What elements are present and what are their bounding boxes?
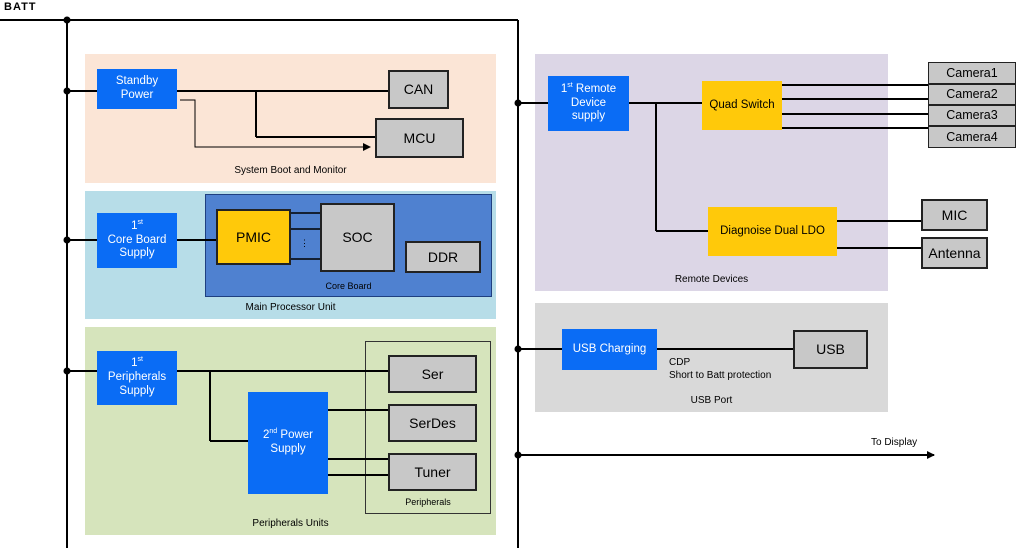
soc-block: SOC	[320, 203, 395, 272]
main-processor-label: Main Processor Unit	[245, 302, 336, 313]
peripherals-units-label: Peripherals Units	[252, 518, 329, 529]
remote-device-supply-block: 1st Remote Device supply	[548, 76, 629, 131]
core-board-label: Core Board	[325, 281, 372, 291]
camera2-block: Camera2	[928, 84, 1016, 105]
to-display-label: To Display	[871, 437, 918, 448]
system-boot-label: System Boot and Monitor	[234, 165, 347, 176]
second-power-line2: Supply	[270, 443, 306, 455]
standby-power-block: Standby Power	[97, 69, 177, 109]
peripherals-supply-block: 1st Peripherals Supply	[97, 351, 177, 405]
second-power-supply-block: 2nd Power Supply	[248, 392, 328, 494]
cdp-annotation: CDP	[669, 357, 691, 368]
pmic-soc-dots: ⋮	[300, 238, 309, 248]
ser-block: Ser	[388, 355, 477, 393]
camera1-block: Camera1	[928, 62, 1016, 84]
serdes-block: SerDes	[388, 404, 477, 442]
tuner-block: Tuner	[388, 453, 477, 491]
peripherals-label: Peripherals	[405, 497, 451, 507]
camera4-block: Camera4	[928, 126, 1016, 148]
can-block: CAN	[388, 70, 449, 109]
remote-supply-line3: supply	[571, 110, 606, 123]
remote-supply-line2: Device	[570, 96, 607, 109]
core-supply-line1: 1st	[131, 218, 143, 232]
mcu-block: MCU	[375, 118, 464, 158]
antenna-block: Antenna	[921, 237, 988, 269]
quad-switch-block: Quad Switch	[702, 81, 782, 130]
peripherals-supply-line1: 1st	[131, 356, 143, 370]
usb-block: USB	[793, 330, 868, 369]
remote-devices-label: Remote Devices	[674, 274, 749, 285]
peripherals-supply-text: Peripherals Supply	[107, 371, 167, 397]
short-to-batt-annotation: Short to Batt protection	[669, 370, 772, 381]
camera3-block: Camera3	[928, 105, 1016, 126]
remote-supply-line1: 1st Remote	[560, 81, 617, 95]
mic-block: MIC	[921, 199, 988, 231]
usb-charging-block: USB Charging	[562, 329, 657, 370]
pmic-block: PMIC	[216, 209, 291, 265]
batt-label: BATT	[4, 1, 37, 13]
usb-port-label: USB Port	[690, 395, 733, 406]
second-power-line1: 2nd Power	[263, 428, 313, 442]
diagnoise-dual-ldo-block: Diagnoise Dual LDO	[708, 207, 837, 256]
ddr-block: DDR	[405, 241, 481, 273]
core-board-supply-block: 1st Core Board Supply	[97, 213, 177, 268]
core-supply-text: Core Board Supply	[107, 233, 167, 260]
